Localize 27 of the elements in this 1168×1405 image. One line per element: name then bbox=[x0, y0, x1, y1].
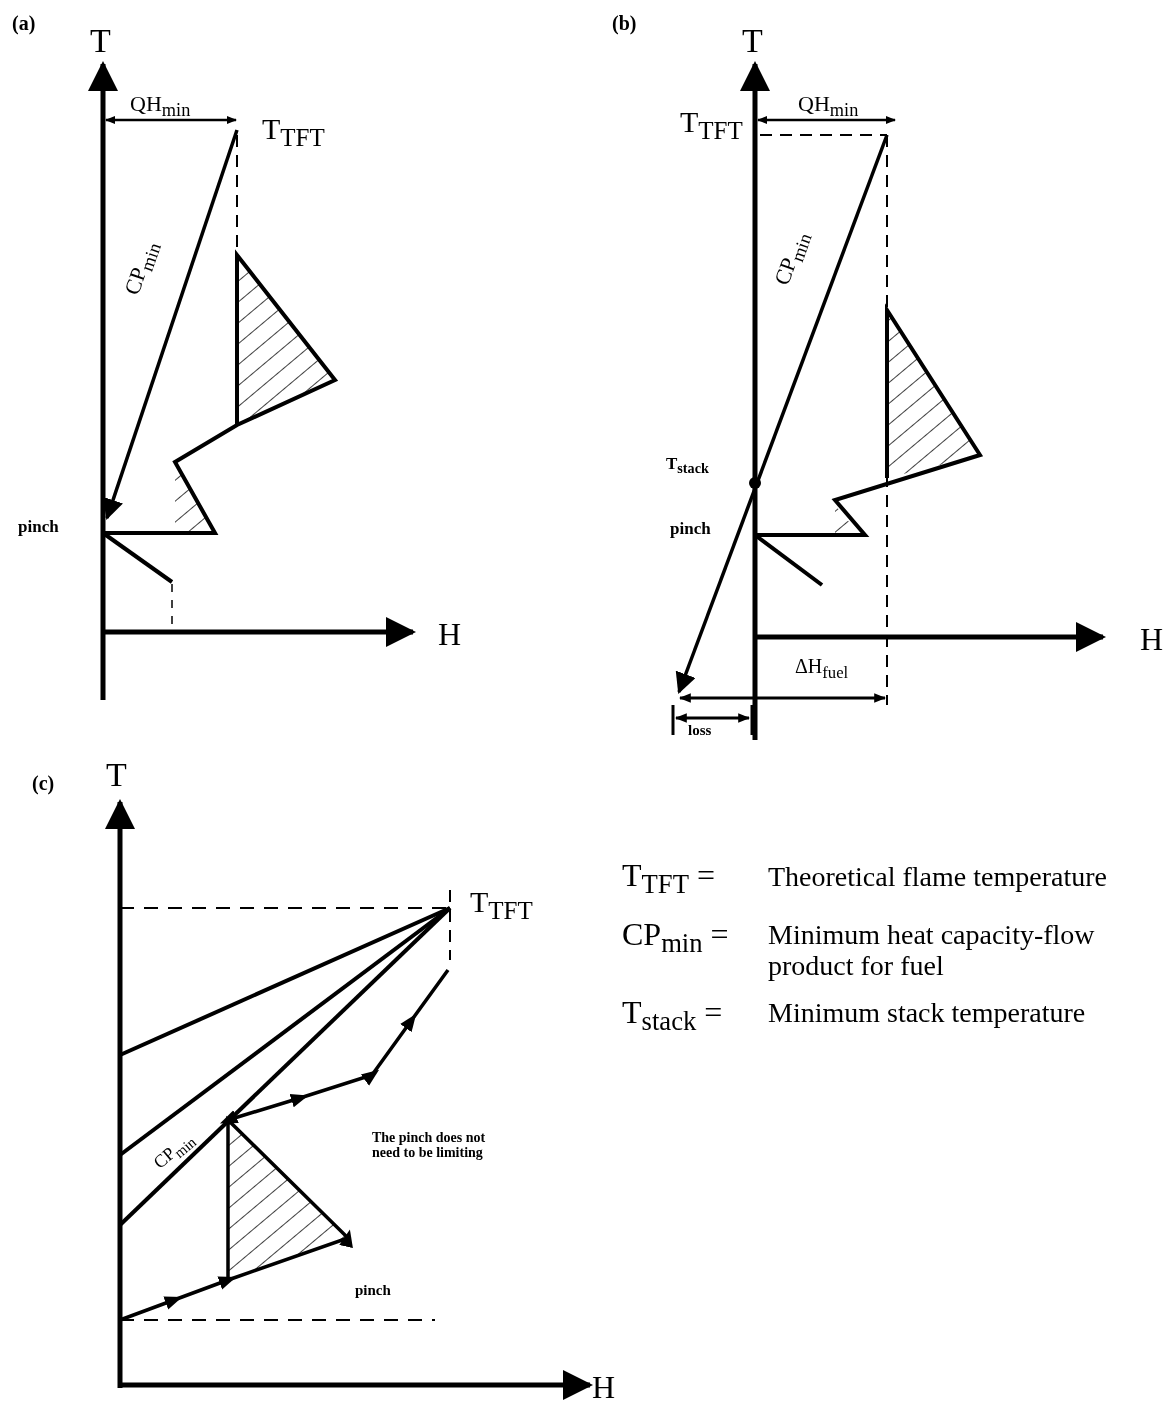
note-text: The pinch does not need to be limiting bbox=[372, 1130, 487, 1161]
legend-symbol: T$_{TFT}$ = bbox=[622, 858, 715, 900]
axis-label: T bbox=[90, 22, 111, 60]
axis-label: H bbox=[1140, 622, 1164, 658]
legend-symbol: CP$_{min}$ = bbox=[622, 917, 729, 959]
legend-text: Minimum heat capacity-flow product for fuel bbox=[768, 920, 1096, 982]
panel-label: (c) bbox=[32, 772, 55, 794]
legend-symbol: T$_{stack}$ = bbox=[622, 995, 723, 1037]
temperature-label: T$_{TFT}$ bbox=[262, 112, 325, 152]
axis-label: H bbox=[438, 617, 462, 653]
heat-label: QH$_{min}$ bbox=[130, 92, 191, 121]
axis-label: T bbox=[106, 756, 127, 794]
axis-label: T bbox=[742, 22, 763, 60]
panel-label: (b) bbox=[612, 12, 637, 34]
heat-label: QH$_{min}$ bbox=[798, 92, 859, 121]
temperature-label: T$_{stack}$ bbox=[666, 455, 709, 477]
legend-text: Theoretical flame temperature bbox=[768, 862, 1107, 893]
dimension-label: loss bbox=[688, 722, 712, 739]
pinch-label: pinch bbox=[18, 518, 59, 537]
pinch-label: pinch bbox=[670, 520, 711, 539]
heat-label: ΔH$_{fuel}$ bbox=[795, 655, 849, 683]
axis-label: H bbox=[592, 1370, 616, 1405]
temperature-label: T$_{TFT}$ bbox=[680, 105, 743, 145]
temperature-label: T$_{TFT}$ bbox=[470, 885, 533, 925]
panel-label: (a) bbox=[12, 12, 36, 34]
legend-text: Minimum stack temperature bbox=[768, 998, 1086, 1029]
pinch-label: pinch bbox=[355, 1282, 391, 1299]
